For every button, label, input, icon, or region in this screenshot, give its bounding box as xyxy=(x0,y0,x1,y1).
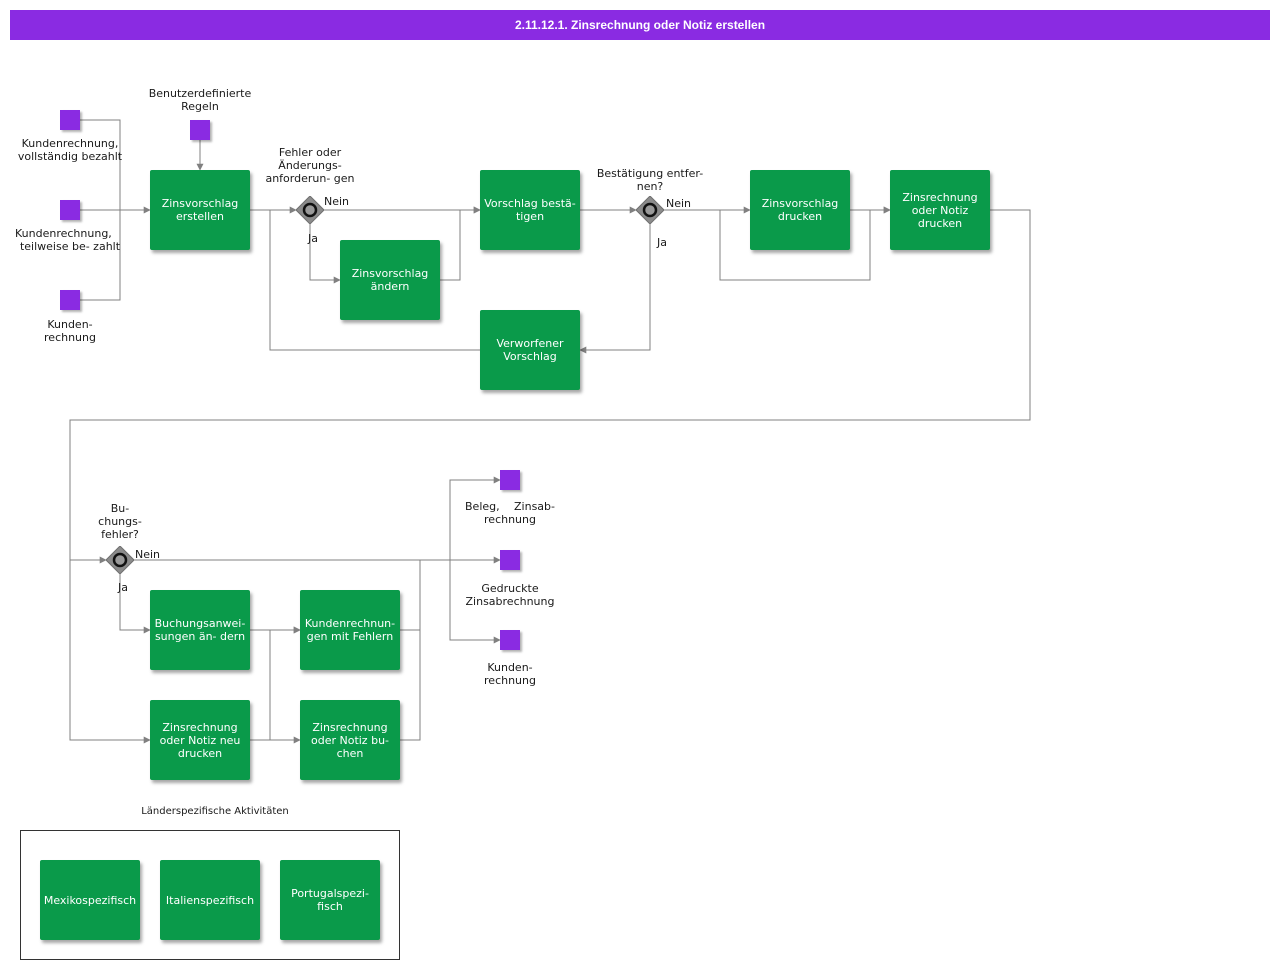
gateway-bestaetigung[interactable] xyxy=(636,196,664,224)
event-label: Benutzerdefinierte Regeln xyxy=(148,87,252,113)
start-event-kundenrechnung[interactable] xyxy=(60,290,80,310)
event-benutzerdefinierte-regeln[interactable] xyxy=(190,120,210,140)
task-vorschlag-bestaetigen[interactable]: Vorschlag bestä- tigen xyxy=(480,170,580,250)
task-zinsrechnung-drucken[interactable]: Zinsrechnung oder Notiz drucken xyxy=(890,170,990,250)
task-buchungsanweisungen-aendern[interactable]: Buchungsanwei- sungen än- dern xyxy=(150,590,250,670)
gateway-question: Fehler oder Änderungs- anforderun- gen xyxy=(265,146,355,185)
end-event-beleg-zinsabrechnung[interactable] xyxy=(500,470,520,490)
gateway-question: Bestätigung entfer- nen? xyxy=(596,167,704,193)
gateway-no-label: Nein xyxy=(135,548,161,561)
gateway-yes-label: Ja xyxy=(657,236,667,249)
connector xyxy=(440,206,481,281)
event-label: Kunden- rechnung xyxy=(484,661,536,687)
task-mexikospezifisch[interactable]: Mexikospezifisch xyxy=(40,860,140,940)
connector xyxy=(579,224,651,354)
connector xyxy=(400,559,450,631)
task-verworfener-vorschlag[interactable]: Verworfener Vorschlag xyxy=(480,310,580,390)
event-label: Beleg, Zinsab- rechnung xyxy=(465,500,555,526)
connector xyxy=(449,560,501,644)
task-zinsrechnung-buchen[interactable]: Zinsrechnung oder Notiz bu- chen xyxy=(300,700,400,780)
gateway-fehler[interactable] xyxy=(296,196,324,224)
connector xyxy=(69,560,151,744)
gateway-no-label: Nein xyxy=(666,197,692,210)
group-label: Länderspezifische Aktivitäten xyxy=(141,806,289,817)
task-portugalspezifisch[interactable]: Portugalspezi- fisch xyxy=(280,860,380,940)
task-zinsvorschlag-aendern[interactable]: Zinsvorschlag ändern xyxy=(340,240,440,320)
event-label: Kunden- rechnung xyxy=(44,318,96,344)
connector xyxy=(80,119,121,210)
connector xyxy=(309,224,341,284)
gateway-question: Bu- chungs- fehler? xyxy=(98,502,142,541)
gateway-yes-label: Ja xyxy=(118,581,128,594)
end-event-gedruckte-zinsabrechnung[interactable] xyxy=(500,550,520,570)
task-zinsvorschlag-drucken[interactable]: Zinsvorschlag drucken xyxy=(750,170,850,250)
start-event-kundenrechnung-teilweise[interactable] xyxy=(60,200,80,220)
connector xyxy=(80,210,121,301)
task-zinsrechnung-neu-drucken[interactable]: Zinsrechnung oder Notiz neu drucken xyxy=(150,700,250,780)
connector xyxy=(119,574,151,634)
gateway-buchungsfehler[interactable] xyxy=(106,546,134,574)
connector xyxy=(69,209,1031,564)
end-event-kundenrechnung[interactable] xyxy=(500,630,520,650)
gateway-yes-label: Ja xyxy=(308,232,318,245)
event-label: Kundenrechnung, teilweise be- zahlt xyxy=(15,227,121,253)
gateway-no-label: Nein xyxy=(324,195,350,208)
connector xyxy=(400,560,421,741)
connector xyxy=(449,476,501,560)
page-title: 2.11.12.1. Zinsrechnung oder Notiz erste… xyxy=(10,10,1270,40)
connector xyxy=(250,626,301,741)
task-italienspezifisch[interactable]: Italienspezifisch xyxy=(160,860,260,940)
connector xyxy=(269,209,480,351)
task-zinsvorschlag-erstellen[interactable]: Zinsvorschlag erstellen xyxy=(150,170,250,250)
start-event-kundenrechnung-bezahlt[interactable] xyxy=(60,110,80,130)
group-laenderspezifische-aktivitaeten xyxy=(20,830,400,960)
event-label: Kundenrechnung, vollständig bezahlt xyxy=(17,137,123,163)
event-label: Gedruckte Zinsabrechnung xyxy=(465,582,555,608)
task-kundenrechnungen-mit-fehlern[interactable]: Kundenrechnun- gen mit Fehlern xyxy=(300,590,400,670)
